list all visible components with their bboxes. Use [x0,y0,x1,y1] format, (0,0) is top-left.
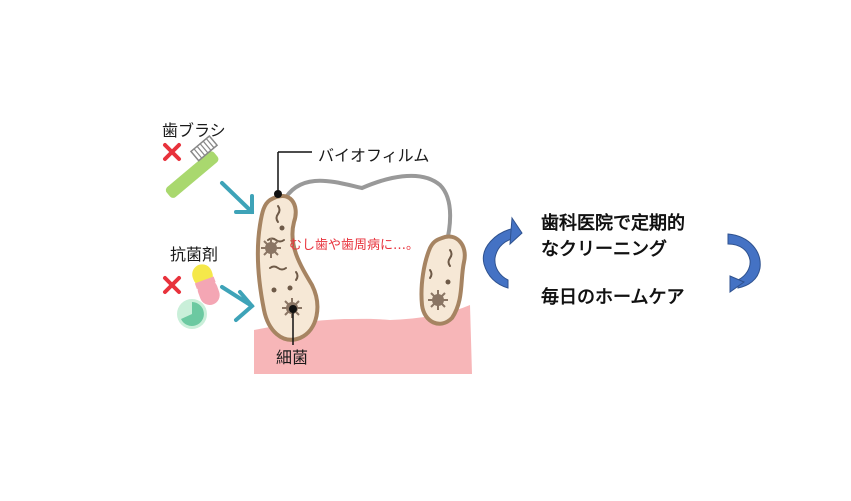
biofilm-label: バイオフィルム [318,146,430,165]
biofilm-left [255,194,320,342]
bacteria-dot-right [445,279,451,285]
bacteria-label: 細菌 [276,348,309,367]
bacteria-icon [261,238,281,258]
bacteria-icon [428,290,448,310]
cycle-arrow-icon [727,233,761,293]
home-care-label: 毎日のホームケア [541,287,685,308]
toothbrush-label: 歯ブラシ [162,121,226,140]
tooth-outline [281,173,453,247]
bacteria-squiggles-right [429,249,453,279]
biofilm-leader [274,151,312,198]
disease-label: むし歯や歯周病に…。 [289,238,420,253]
arrow-icon [220,181,254,214]
toothbrush-icon [165,134,219,198]
professional-cleaning-line1: 歯科医院で定期的 [541,213,685,234]
arrow-icon [220,285,255,322]
bacteria-squiggles-left [267,205,299,281]
tablet-icon [177,299,207,329]
tooth-body [286,181,446,319]
cross-icon [163,276,181,294]
cross-icon [163,143,181,161]
cycle-arrow-icon [482,216,523,289]
bacteria-leader [289,305,297,345]
antibacterial-label: 抗菌剤 [170,245,219,264]
capsule-icon [192,264,220,305]
bacteria-dots-left [271,225,293,293]
professional-cleaning-line2: なクリーニング [541,239,667,260]
